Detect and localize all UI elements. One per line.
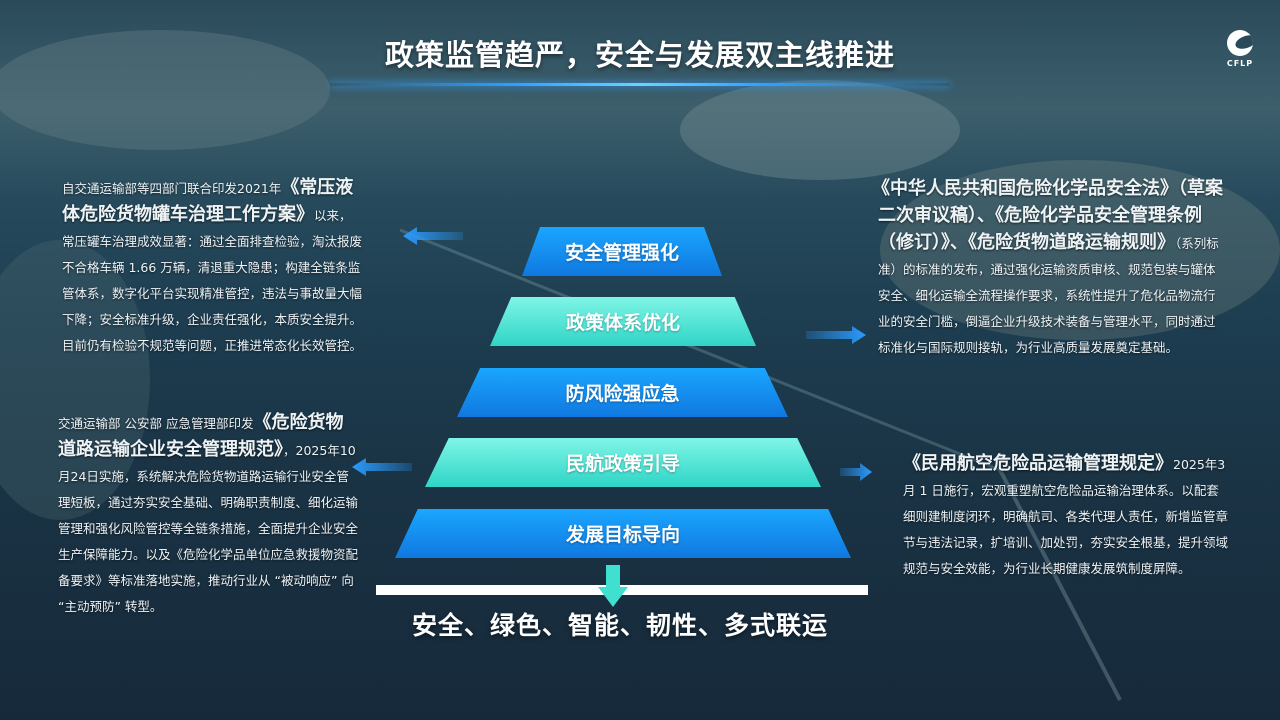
right-block-1: 《中华人民共和国危险化学品安全法》（草案二次审议稿）、《危险化学品安全管理条例（… — [872, 178, 1223, 355]
right-block-2: 《民用航空危险品运输管理规定》2025年3 月 1 日施行，宏观重塑航空危险品运… — [903, 453, 1229, 576]
development-goals: 安全、绿色、智能、韧性、多式联运 — [411, 611, 828, 640]
page-title: 政策监管趋严，安全与发展双主线推进 — [384, 38, 895, 72]
cflp-logo: CFLP — [1222, 30, 1258, 68]
left-block-1: 自交通运输部等四部门联合印发2021年《常压液体危险货物罐车治理工作方案》以来，… — [62, 177, 363, 353]
pyramid-tier-2: 政策体系优化 — [490, 297, 756, 346]
title-underline — [330, 83, 950, 86]
pyramid-tier-3: 防风险强应急 — [457, 368, 788, 417]
pyramid-tier-5: 发展目标导向 — [395, 509, 851, 558]
arrow-left-icon — [403, 227, 463, 245]
arrow-left-icon — [352, 458, 412, 476]
pyramid-tier-1: 安全管理强化 — [522, 227, 722, 276]
arrow-down-icon — [598, 565, 628, 607]
left-block-2: 交通运输部 公安部 应急管理部印发《危险货物道路运输企业安全管理规范》，2025… — [58, 412, 359, 614]
arrow-right-icon — [840, 463, 872, 481]
arrow-right-icon — [806, 326, 866, 344]
pyramid-tier-4: 民航政策引导 — [425, 438, 821, 487]
